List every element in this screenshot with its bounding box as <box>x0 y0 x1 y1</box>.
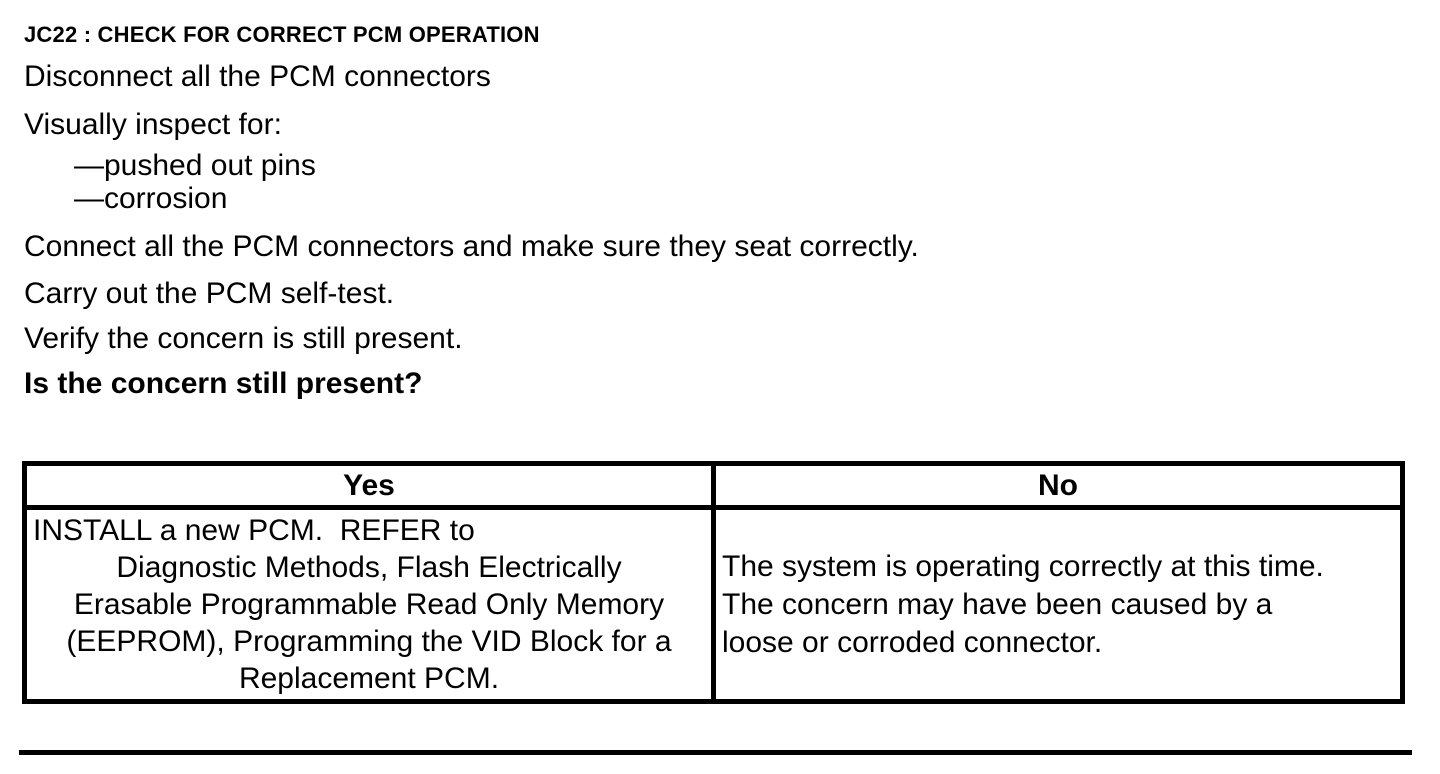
page-bottom-divider <box>19 750 1412 755</box>
no-action-line: loose or corroded connector. <box>722 625 1103 659</box>
no-action-cell: The system is operating correctly at thi… <box>711 505 1405 704</box>
yes-action-cell: INSTALL a new PCM. REFER to Diagnostic M… <box>22 505 716 704</box>
yes-action-line: Erasable Programmable Read Only Memory <box>73 588 665 621</box>
step-pcm-self-test: Carry out the PCM self-test. <box>24 277 395 310</box>
yes-action-line: Replacement PCM. <box>238 662 500 695</box>
yes-action-line: Diagnostic Methods, Flash Electrically <box>116 551 622 584</box>
inspect-item-pushed-out-pins: —pushed out pins <box>74 149 316 182</box>
yes-action-line: INSTALL a new PCM. REFER to <box>33 514 475 547</box>
step-connect-connectors: Connect all the PCM connectors and make … <box>24 230 919 263</box>
no-action-line: The concern may have been caused by a <box>722 587 1273 621</box>
no-action-line: The system is operating correctly at thi… <box>722 549 1324 583</box>
no-column-header: No <box>711 461 1405 510</box>
step-verify-concern: Verify the concern is still present. <box>24 322 463 355</box>
inspect-item-list: —pushed out pins —corrosion <box>74 149 1416 215</box>
step-visually-inspect: Visually inspect for: <box>24 108 282 141</box>
decision-table-header-row: Yes No <box>22 461 1405 510</box>
yes-no-decision-table: Yes No INSTALL a new PCM. REFER to Diagn… <box>22 461 1405 704</box>
inspect-item-corrosion: —corrosion <box>74 182 228 215</box>
yes-action-line: (EEPROM), Programming the VID Block for … <box>66 625 672 658</box>
decision-table-body-row: INSTALL a new PCM. REFER to Diagnostic M… <box>22 505 1405 704</box>
decision-question: Is the concern still present? <box>24 367 423 400</box>
step-disconnect-connectors: Disconnect all the PCM connectors <box>24 60 491 93</box>
yes-column-header: Yes <box>22 461 716 510</box>
pinpoint-test-title: JC22 : CHECK FOR CORRECT PCM OPERATION <box>24 22 540 47</box>
manual-page: JC22 : CHECK FOR CORRECT PCM OPERATION D… <box>19 22 1416 755</box>
